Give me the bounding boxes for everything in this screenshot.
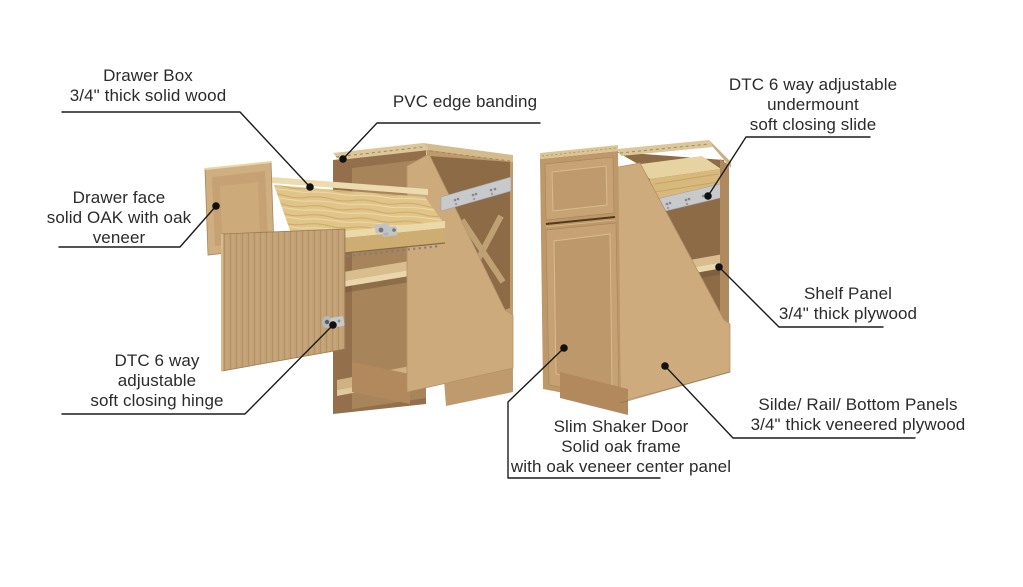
dot-drawer-box xyxy=(306,183,314,191)
edge-banding-texture xyxy=(335,146,424,158)
dot-door xyxy=(560,344,568,352)
label-line: with oak veneer center panel xyxy=(510,457,732,476)
leader-side-rail xyxy=(664,365,916,439)
drawer-box-rear-rim xyxy=(271,177,428,195)
leader-drawer-face xyxy=(58,205,217,248)
label-line: Drawer Box xyxy=(103,66,193,85)
label-line: PVC edge banding xyxy=(392,92,538,111)
drawer-face-highlight xyxy=(204,161,272,170)
leader-drawer-box xyxy=(61,111,311,188)
label-soft-closing-slide: DTC 6 way adjustable undermount soft clo… xyxy=(701,75,925,135)
dot-drawer-face xyxy=(212,202,220,210)
right-door-center-panel xyxy=(553,233,613,388)
label-line: Solid oak frame xyxy=(561,437,681,456)
label-line: solid OAK with oak xyxy=(46,208,192,227)
label-soft-closing-hinge: DTC 6 way adjustable soft closing hinge xyxy=(57,351,257,411)
right-drawer-box-rim xyxy=(633,156,721,179)
drawer-face-panel xyxy=(220,182,260,236)
left-cabinet-toe-kick xyxy=(352,362,410,404)
edge-banding-texture xyxy=(541,147,617,157)
right-drawer-front-inset xyxy=(551,165,608,212)
upper-hinge xyxy=(374,223,390,234)
undermount-slide-teeth xyxy=(281,244,441,265)
label-line: soft closing hinge xyxy=(90,391,224,410)
label-line: 3/4" thick veneered plywood xyxy=(750,415,966,434)
label-line: Silde/ Rail/ Bottom Panels xyxy=(758,395,958,414)
label-line: undermount xyxy=(767,95,859,114)
label-line: adjustable xyxy=(117,371,197,390)
label-line: Drawer face xyxy=(72,188,166,207)
right-cabinet-shelf-top xyxy=(684,253,729,269)
label-line: 3/4" thick solid wood xyxy=(69,86,227,105)
label-line: veneer xyxy=(92,228,146,247)
dot-slide xyxy=(704,192,712,200)
label-pvc-edge-banding: PVC edge banding xyxy=(378,92,552,112)
dot-pvc-edge xyxy=(339,155,347,163)
leader-door xyxy=(507,347,661,479)
leader-pvc-edge xyxy=(342,122,541,160)
right-cabinet-bottom-shadow xyxy=(619,371,731,404)
left-cabinet-open-drawer xyxy=(204,161,446,265)
drawer-door-gap-highlight xyxy=(545,219,616,228)
right-cabinet-top-corner xyxy=(709,140,731,168)
label-line: DTC 6 way adjustable xyxy=(728,75,898,94)
open-door-panel xyxy=(221,228,346,372)
label-side-rail-bottom-panels: Silde/ Rail/ Bottom Panels 3/4" thick ve… xyxy=(731,395,985,435)
drawer-box-slat-line xyxy=(654,181,719,193)
right-cabinet-toe-kick xyxy=(560,372,628,415)
leader-dots xyxy=(212,155,723,370)
edge-banding-texture xyxy=(429,150,511,162)
label-drawer-face: Drawer face solid OAK with oak veneer xyxy=(19,188,219,248)
label-shelf-panel: Shelf Panel 3/4" thick plywood xyxy=(746,284,950,324)
label-line: 3/4" thick plywood xyxy=(778,304,918,323)
dot-side-rail xyxy=(661,362,669,370)
drawer-box-slat-line xyxy=(654,173,719,185)
right-cabinet-top-rail xyxy=(617,140,713,156)
left-cabinet-top-rim-right xyxy=(423,143,513,162)
label-line: Slim Shaker Door xyxy=(553,417,689,436)
left-cabinet-open-door xyxy=(221,223,390,372)
left-cabinet-open-view xyxy=(333,143,514,414)
left-cabinet-top-rim-left xyxy=(333,143,429,160)
leader-slide xyxy=(707,136,871,197)
edge-banding-texture xyxy=(619,143,710,154)
dot-shelf xyxy=(715,263,723,271)
leader-shelf xyxy=(718,266,884,328)
label-line: Shelf Panel xyxy=(803,284,893,303)
label-slim-shaker-door: Slim Shaker Door Solid oak frame with oa… xyxy=(494,417,748,477)
leader-hinge xyxy=(61,324,334,415)
label-line: soft closing slide xyxy=(749,115,877,134)
left-cabinet-slide-rail xyxy=(440,176,512,212)
dot-hinge xyxy=(329,321,337,329)
label-line: DTC 6 way xyxy=(114,351,200,370)
label-drawer-box: Drawer Box 3/4" thick solid wood xyxy=(40,66,256,106)
leader-lines xyxy=(58,111,916,479)
right-cabinet-closed-view xyxy=(540,140,731,415)
drawer-door-gap xyxy=(545,216,616,225)
